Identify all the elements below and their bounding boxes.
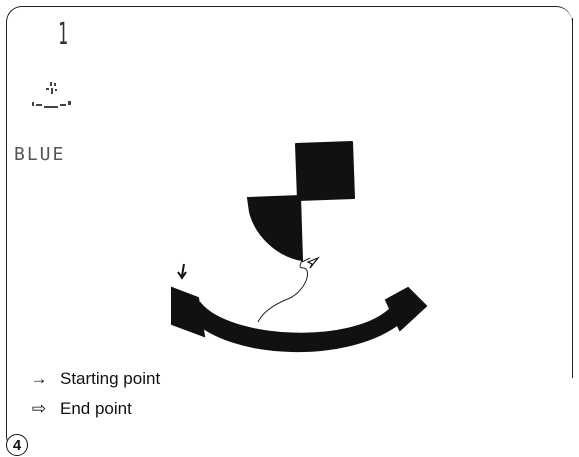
start-point-arrow — [178, 264, 186, 278]
embroidery-smile-pattern — [150, 140, 430, 360]
legend: → Starting point ⇨ End point — [28, 364, 160, 424]
pattern-top-square — [296, 142, 354, 200]
figure-number-badge: 4 — [6, 434, 28, 456]
needle-thread-icon — [30, 80, 74, 120]
lcd-step-number: 1 — [58, 20, 68, 50]
thread-line — [258, 260, 308, 322]
end-label: End point — [60, 394, 132, 424]
legend-start: → Starting point — [28, 364, 160, 394]
end-arrow-icon: ⇨ — [28, 394, 50, 424]
lcd-color-name: BLUE — [14, 144, 65, 165]
legend-end: ⇨ End point — [28, 394, 160, 424]
pattern-quarter-shape — [248, 196, 302, 260]
pattern-left-end — [172, 288, 204, 336]
end-point-arrow — [308, 258, 318, 268]
pattern-smile-arc — [190, 304, 400, 351]
start-label: Starting point — [60, 364, 160, 394]
panel-right-border — [572, 18, 573, 378]
start-arrow-icon: → — [28, 364, 50, 394]
